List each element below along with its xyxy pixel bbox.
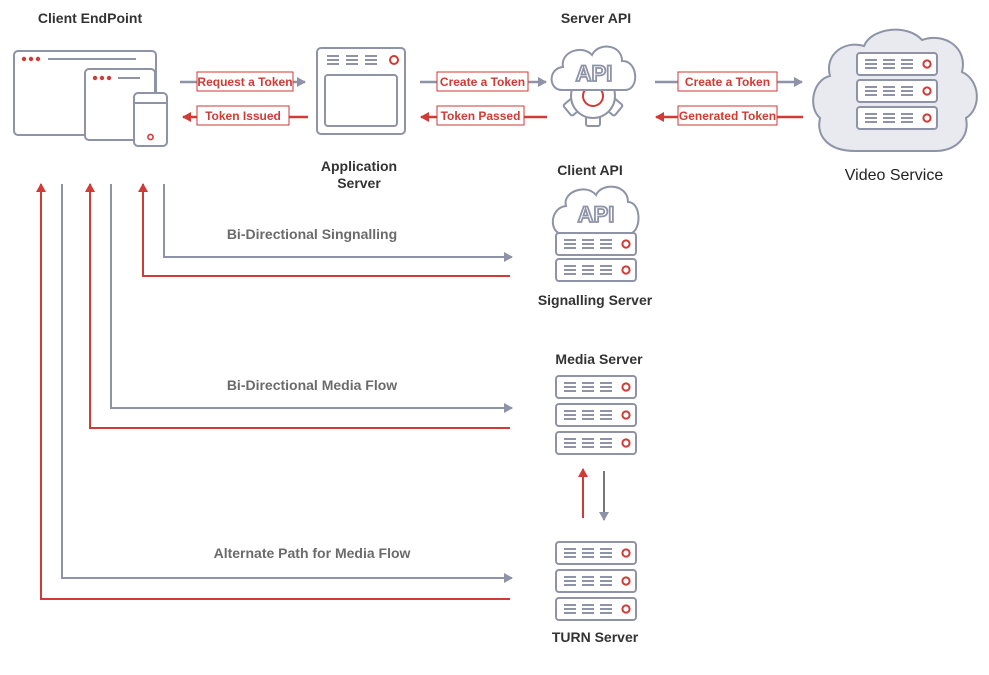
- application-server-title-line2: Server: [337, 175, 381, 191]
- turn-server-title: TURN Server: [552, 629, 639, 645]
- browser-window-icon: [13, 50, 168, 147]
- client-api-title: Client API: [557, 162, 623, 178]
- token-issued-label: Token Issued: [205, 109, 281, 123]
- media-server-title: Media Server: [555, 351, 643, 367]
- signalling-flow-label: Bi-Directional Singnalling: [227, 226, 397, 242]
- api-cloud-icon: API: [551, 185, 640, 235]
- signalling-flow: Bi-Directional Singnalling: [138, 183, 513, 277]
- request-token-arrow: Request a Token: [180, 71, 306, 92]
- alternate-media-flow-label: Alternate Path for Media Flow: [214, 545, 411, 561]
- generated-token-label: Generated Token: [679, 109, 776, 123]
- create-token-video-label: Create a Token: [685, 75, 770, 89]
- signalling-server-icon: [555, 232, 637, 282]
- generated-token-arrow: Generated Token: [655, 105, 803, 126]
- signalling-server-title: Signalling Server: [538, 292, 653, 308]
- media-flow: Bi-Directional Media Flow: [85, 183, 513, 429]
- client-endpoint-title: Client EndPoint: [38, 10, 143, 26]
- server-api-title: Server API: [561, 10, 631, 26]
- token-passed-arrow: Token Passed: [420, 105, 547, 126]
- cloud-server-icon: [812, 28, 978, 152]
- video-service-title: Video Service: [845, 167, 944, 184]
- create-token-server-api-arrow: Create a Token: [420, 71, 547, 92]
- client-api-text: API: [578, 202, 615, 227]
- media-flow-label: Bi-Directional Media Flow: [227, 377, 397, 393]
- token-passed-label: Token Passed: [441, 109, 521, 123]
- token-issued-arrow: Token Issued: [182, 105, 308, 126]
- create-token-video-arrow: Create a Token: [655, 71, 803, 92]
- create-token-server-api-label: Create a Token: [440, 75, 525, 89]
- request-token-label: Request a Token: [197, 75, 292, 89]
- application-server-title-line1: Application: [321, 158, 397, 174]
- turn-server-icon: [555, 541, 637, 621]
- alternate-media-flow: Alternate Path for Media Flow: [36, 183, 513, 600]
- server-api-text: API: [576, 61, 613, 86]
- media-server-icon: [555, 375, 637, 455]
- application-server-icon: [316, 47, 406, 135]
- api-cloud-gear-icon: API: [550, 45, 637, 127]
